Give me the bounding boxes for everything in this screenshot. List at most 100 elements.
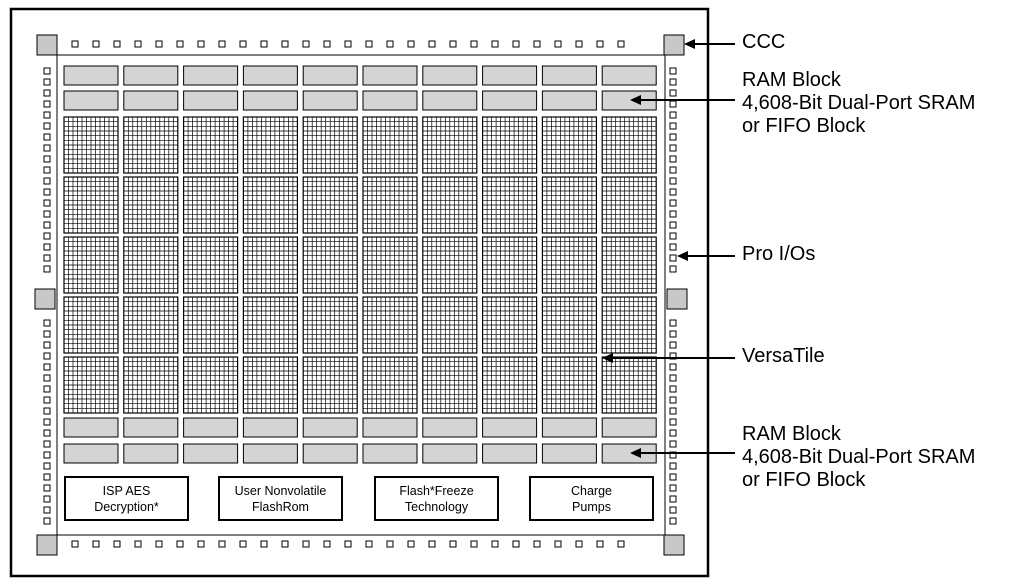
io-pad [197, 540, 205, 548]
ram-block [242, 417, 298, 438]
io-pad [596, 40, 604, 48]
io-pad [43, 100, 51, 108]
io-pad [669, 462, 677, 470]
versatile-tile [362, 116, 418, 174]
versatile-tile [242, 356, 298, 414]
io-pad [669, 254, 677, 262]
ram-bottom-arrowhead [630, 448, 641, 458]
io-pad [669, 100, 677, 108]
ram-block [482, 65, 538, 86]
io-pad [669, 221, 677, 229]
io-pad [669, 330, 677, 338]
io-pad [533, 40, 541, 48]
io-pad [239, 540, 247, 548]
ram-block [601, 65, 657, 86]
io-pad [260, 40, 268, 48]
io-pad [669, 396, 677, 404]
io-pad [176, 40, 184, 48]
io-pad [669, 385, 677, 393]
ram-block [183, 65, 239, 86]
versatile-tile [183, 176, 239, 234]
ram-block [541, 417, 597, 438]
versatile-tile [422, 116, 478, 174]
io-pad-ring [43, 40, 677, 548]
isp-aes-label-line2: Decryption* [94, 500, 159, 514]
versatile-tile [123, 176, 179, 234]
io-pad [669, 517, 677, 525]
ram-block-top-line1: RAM Block [742, 69, 841, 91]
io-pad [533, 540, 541, 548]
io-pad [43, 517, 51, 525]
versatile-tile [123, 116, 179, 174]
io-pad [43, 243, 51, 251]
io-pad [43, 265, 51, 273]
ram-block [123, 90, 179, 111]
io-pad [512, 540, 520, 548]
io-pad [43, 155, 51, 163]
io-pad [43, 473, 51, 481]
versatile-tile [242, 236, 298, 294]
io-pad [281, 540, 289, 548]
io-pad [344, 40, 352, 48]
io-pad [669, 133, 677, 141]
io-pad [239, 40, 247, 48]
ccc-block-bottom-right [663, 534, 685, 556]
io-pad [344, 540, 352, 548]
callout-arrows [602, 39, 735, 458]
ram-block [541, 90, 597, 111]
io-pad [71, 40, 79, 48]
io-pad [43, 418, 51, 426]
io-pad [491, 540, 499, 548]
ram-block [183, 417, 239, 438]
io-pad [669, 429, 677, 437]
io-pad [43, 319, 51, 327]
ram-block-top-line3: or FIFO Block [742, 115, 866, 137]
io-pad [365, 540, 373, 548]
versatile-tile [183, 356, 239, 414]
io-pad [449, 40, 457, 48]
io-pad [113, 40, 121, 48]
io-pad [43, 133, 51, 141]
io-pad [197, 40, 205, 48]
io-pad [92, 540, 100, 548]
versatile-tile [123, 236, 179, 294]
versatile-tile [601, 356, 657, 414]
io-pad [43, 122, 51, 130]
ram-block-bottom-line3: or FIFO Block [742, 469, 866, 491]
ccc-block-mid-right [666, 288, 688, 310]
io-pad [43, 363, 51, 371]
io-pad [669, 265, 677, 273]
ccc-block-mid-left [34, 288, 56, 310]
ram-block [123, 65, 179, 86]
io-pad [669, 122, 677, 130]
io-pad [43, 199, 51, 207]
versatile-tile [63, 296, 119, 354]
ram-block [242, 443, 298, 464]
io-pad [218, 40, 226, 48]
io-pad [596, 540, 604, 548]
charge-pumps-block [529, 476, 654, 521]
versatile-tile [482, 176, 538, 234]
versatile-arrowhead [602, 353, 613, 363]
versatile-tile [302, 356, 358, 414]
versatile-tile [183, 236, 239, 294]
flash-freeze-block [374, 476, 499, 521]
versatile-tile [541, 236, 598, 294]
io-pad [669, 111, 677, 119]
io-pad [669, 78, 677, 86]
ram-block [422, 65, 478, 86]
io-pad [43, 407, 51, 415]
versatile-tile [422, 236, 478, 294]
io-pad [155, 540, 163, 548]
bottom-function-blocks: ISP AES Decryption* User Nonvolatile Fla… [64, 476, 654, 521]
io-pad [43, 89, 51, 97]
ram-block [422, 443, 478, 464]
io-pad [43, 495, 51, 503]
io-pad [669, 166, 677, 174]
io-pad [43, 67, 51, 75]
io-pad [260, 540, 268, 548]
versatile-tile [242, 296, 298, 354]
versatile-tile [242, 176, 298, 234]
versatile-tile [422, 356, 478, 414]
